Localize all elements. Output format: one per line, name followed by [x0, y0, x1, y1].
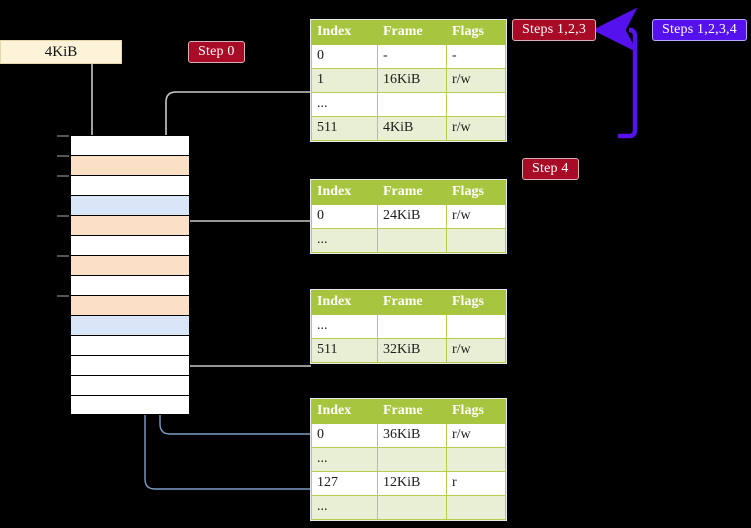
- table-cell: 0: [311, 204, 378, 229]
- column-header-frame: Frame: [377, 180, 447, 205]
- table-cell: [446, 314, 506, 339]
- table-cell: [377, 314, 447, 339]
- memory-frame-row: [70, 255, 190, 275]
- table-cell: ...: [311, 228, 378, 253]
- table-cell: r/w: [446, 116, 506, 141]
- badge-step-4: Step 4: [522, 158, 579, 180]
- table-row[interactable]: ...: [311, 92, 506, 117]
- table-row[interactable]: 0--: [311, 44, 506, 69]
- table-row[interactable]: ...: [311, 314, 506, 339]
- memory-frame-row: [70, 295, 190, 315]
- memory-frame-tick: [57, 215, 69, 217]
- memory-frame-row: [70, 375, 190, 395]
- column-header-index: Index: [311, 399, 378, 424]
- table-cell: 1: [311, 68, 378, 93]
- memory-frame-tick: [57, 155, 69, 157]
- column-header-flags: Flags: [446, 290, 506, 315]
- table-cell: ...: [311, 314, 378, 339]
- table-cell: [377, 92, 447, 117]
- table-cell: r/w: [446, 338, 506, 363]
- memory-frame-tick: [57, 255, 69, 257]
- badge-steps-123: Steps 1,2,3: [512, 19, 597, 41]
- column-header-index: Index: [311, 20, 378, 45]
- table-cell: 24KiB: [377, 204, 447, 229]
- table-cell: r/w: [446, 423, 506, 448]
- table-cell: 36KiB: [377, 423, 447, 448]
- column-header-frame: Frame: [377, 20, 447, 45]
- table-cell: [377, 495, 447, 520]
- table-row[interactable]: ...: [311, 228, 506, 253]
- wire-steps-1234-bracket: [592, 7, 638, 139]
- column-header-flags: Flags: [446, 180, 506, 205]
- column-header-frame: Frame: [377, 399, 447, 424]
- memory-frame-row: [70, 355, 190, 375]
- badge-steps-1234: Steps 1,2,3,4: [652, 19, 747, 41]
- table-cell: [377, 228, 447, 253]
- memory-frame-row: [70, 135, 190, 155]
- table-cell: 32KiB: [377, 338, 447, 363]
- memory-frame-row: [70, 335, 190, 355]
- memory-frame-row: [70, 275, 190, 295]
- wire-pd-row511-to-memory: [179, 308, 311, 367]
- memory-frame-row: [70, 155, 190, 175]
- table-cell: r/w: [446, 204, 506, 229]
- table-cell: 0: [311, 423, 378, 448]
- table-cell: [377, 447, 447, 472]
- memory-frame-row: [70, 175, 190, 195]
- column-header-index: Index: [311, 290, 378, 315]
- memory-frame-row: [70, 235, 190, 255]
- column-header-flags: Flags: [446, 399, 506, 424]
- memory-column: [57, 135, 190, 415]
- badge-step-0: Step 0: [188, 41, 245, 63]
- wire-pdpt-row0-to-memory: [174, 220, 311, 259]
- column-header-flags: Flags: [446, 20, 506, 45]
- memory-size-label: 4KiB: [0, 40, 122, 64]
- table-cell: [446, 495, 506, 520]
- table-cell: 12KiB: [377, 471, 447, 496]
- table-cell: -: [446, 44, 506, 69]
- table-cell: ...: [311, 92, 378, 117]
- table-cell: 511: [311, 116, 378, 141]
- table-cell: 16KiB: [377, 68, 447, 93]
- column-header-index: Index: [311, 180, 378, 205]
- table-cell: 511: [311, 338, 378, 363]
- table-row[interactable]: ...: [311, 495, 506, 520]
- table-cell: [446, 447, 506, 472]
- table-cell: r/w: [446, 68, 506, 93]
- table-cell: ...: [311, 495, 378, 520]
- table-cell: r: [446, 471, 506, 496]
- column-header-frame: Frame: [377, 290, 447, 315]
- memory-frame-tick: [57, 135, 69, 137]
- table-cell: [446, 92, 506, 117]
- table-cell: 127: [311, 471, 378, 496]
- table-cell: 4KiB: [377, 116, 447, 141]
- table-cell: [446, 228, 506, 253]
- table-cell: -: [377, 44, 447, 69]
- memory-frame-row: [70, 315, 190, 335]
- memory-frame-tick: [57, 295, 69, 297]
- memory-frame-row: [70, 395, 190, 415]
- table-cell: ...: [311, 447, 378, 472]
- memory-frame-row: [70, 195, 190, 215]
- table-cell: 0: [311, 44, 378, 69]
- table-row[interactable]: ...: [311, 447, 506, 472]
- memory-frame-tick: [57, 175, 69, 177]
- memory-frame-row: [70, 215, 190, 235]
